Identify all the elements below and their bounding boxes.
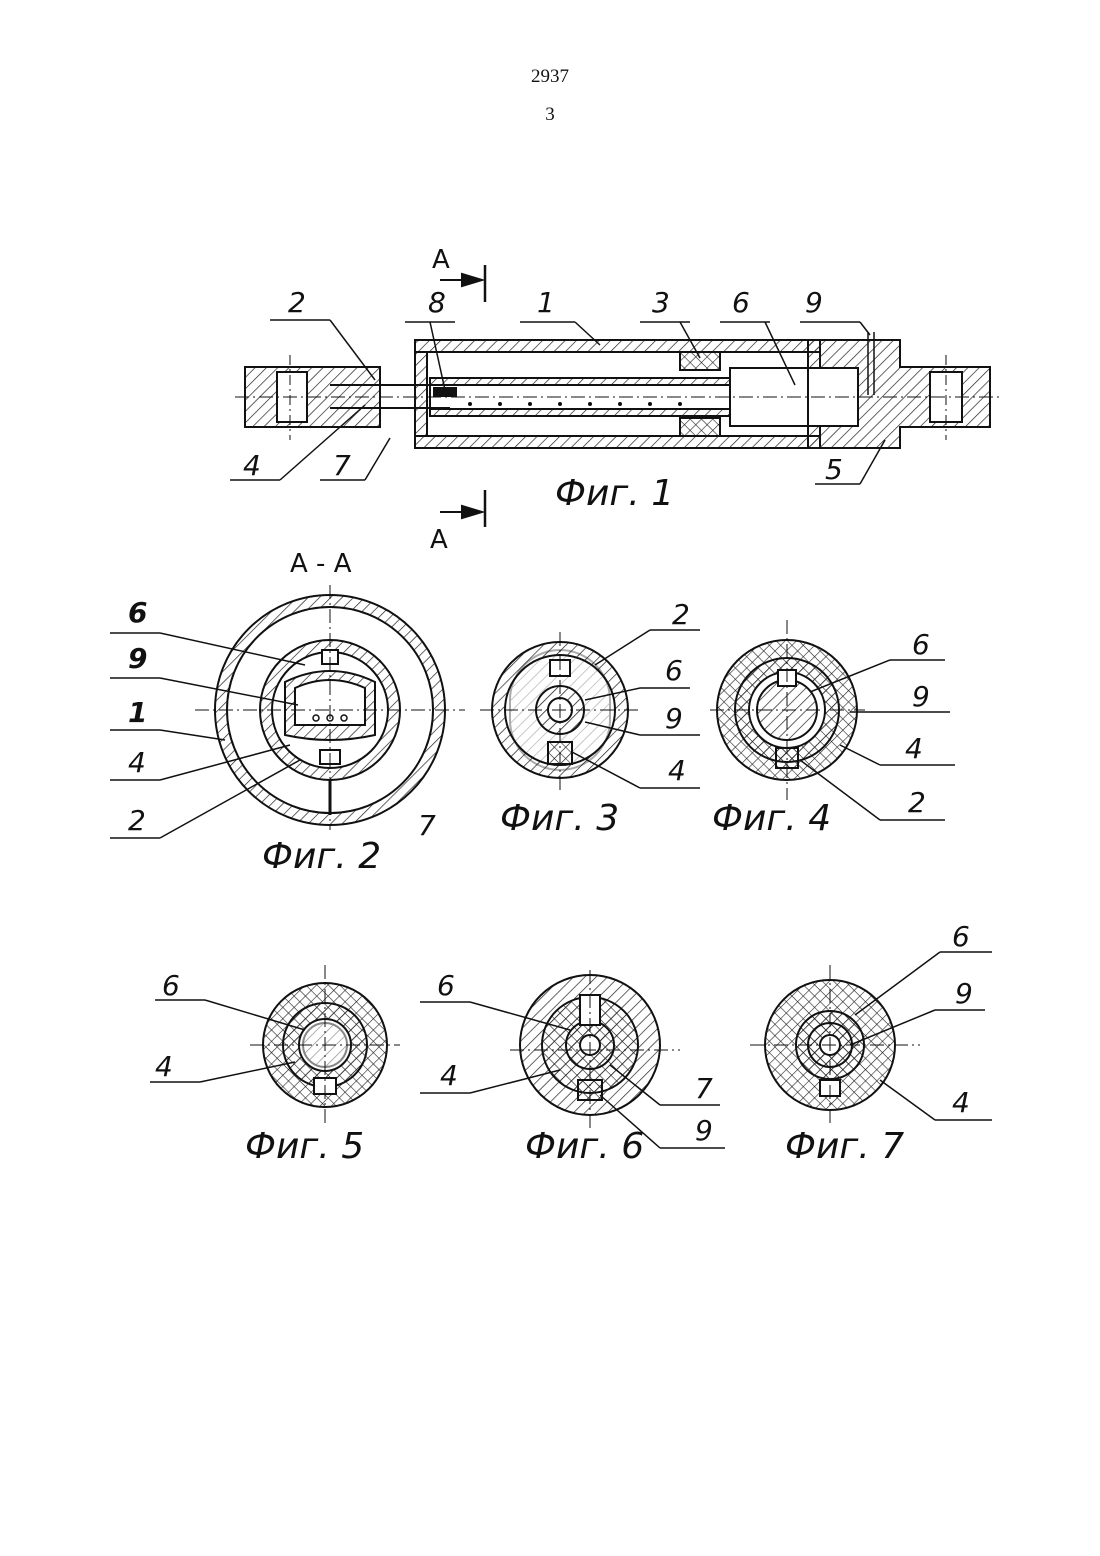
fig2 bbox=[110, 585, 465, 838]
fig6-label-4: 4 bbox=[440, 1059, 458, 1092]
fig3-label-4: 4 bbox=[668, 754, 686, 787]
fig2-caption: Фиг. 2 bbox=[262, 836, 381, 877]
fig3-caption: Фиг. 3 bbox=[500, 798, 619, 839]
fig4-label-9: 9 bbox=[912, 680, 930, 713]
fig1-section-letter-bottom: A bbox=[430, 525, 448, 555]
fig7-label-9: 9 bbox=[955, 977, 973, 1010]
fig1-label-2: 2 bbox=[288, 286, 306, 319]
fig3-label-9: 9 bbox=[665, 702, 683, 735]
fig6-label-6: 6 bbox=[437, 969, 455, 1002]
fig1-label-5: 5 bbox=[825, 453, 843, 486]
fig1-label-9: 9 bbox=[805, 286, 823, 319]
fig4-label-4: 4 bbox=[905, 732, 923, 765]
fig5-label-4: 4 bbox=[155, 1050, 173, 1083]
fig2-label-9: 9 bbox=[128, 642, 147, 675]
fig5-caption: Фиг. 5 bbox=[245, 1126, 364, 1167]
fig1-section-letter-top: A bbox=[432, 245, 450, 275]
fig2-label-2: 2 bbox=[128, 804, 146, 837]
fig2-label-4: 4 bbox=[128, 746, 146, 779]
fig2-section-title: A - A bbox=[290, 549, 352, 579]
fig4-caption: Фиг. 4 bbox=[712, 798, 831, 839]
fig3-label-6: 6 bbox=[665, 654, 683, 687]
fig4-label-2: 2 bbox=[908, 786, 926, 819]
fig1-caption: Фиг. 1 bbox=[555, 473, 674, 514]
fig6-caption: Фиг. 6 bbox=[525, 1126, 644, 1167]
fig6-label-9: 9 bbox=[695, 1114, 713, 1147]
fig7-label-6: 6 bbox=[952, 920, 970, 953]
fig7-caption: Фиг. 7 bbox=[785, 1126, 904, 1167]
fig5 bbox=[150, 965, 400, 1125]
cylinder-body bbox=[415, 340, 820, 448]
fig1-label-8: 8 bbox=[428, 286, 446, 319]
fig1-label-3: 3 bbox=[652, 286, 670, 319]
fig1-label-7: 7 bbox=[333, 449, 351, 482]
fig1-label-1: 1 bbox=[537, 286, 555, 319]
fig1-label-6: 6 bbox=[732, 286, 750, 319]
fig7-label-4: 4 bbox=[952, 1086, 970, 1119]
fig6-label-7: 7 bbox=[695, 1072, 713, 1105]
fig4-label-6: 6 bbox=[912, 628, 930, 661]
fig6 bbox=[420, 970, 725, 1148]
fig2-label-1: 1 bbox=[128, 696, 147, 729]
fig5-label-6: 6 bbox=[162, 969, 180, 1002]
fig2-label-7: 7 bbox=[418, 809, 436, 842]
fig2-label-6: 6 bbox=[128, 596, 147, 629]
fig1-label-4: 4 bbox=[243, 449, 261, 482]
fig3-label-2: 2 bbox=[672, 598, 690, 631]
